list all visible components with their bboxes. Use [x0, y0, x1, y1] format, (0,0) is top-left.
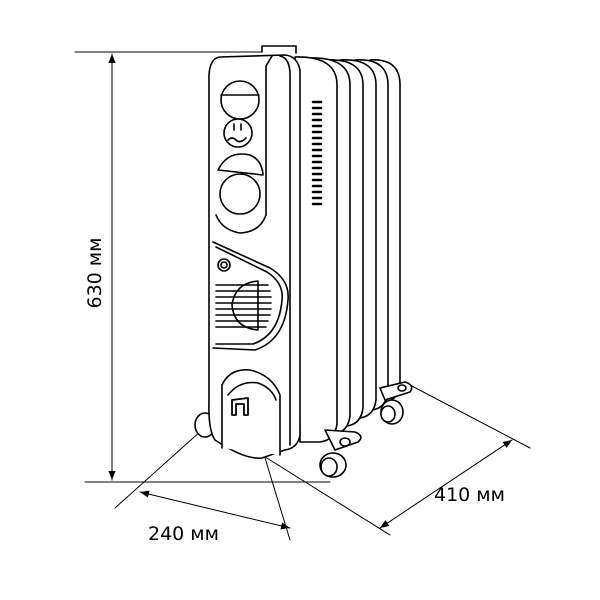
depth-dimension: [114, 429, 291, 541]
height-label: 630 мм: [84, 237, 106, 309]
width-label: 410 мм: [434, 484, 505, 506]
cord-compartment: [221, 368, 281, 456]
depth-label: 240 мм: [148, 523, 219, 545]
radiator-fins: [294, 56, 401, 443]
side-vents: [311, 100, 323, 206]
control-knobs: [217, 80, 264, 215]
fan-grille: [212, 241, 289, 351]
width-dimension: [261, 384, 531, 536]
height-dimension: [74, 51, 331, 483]
wheel-feet: [194, 381, 413, 478]
